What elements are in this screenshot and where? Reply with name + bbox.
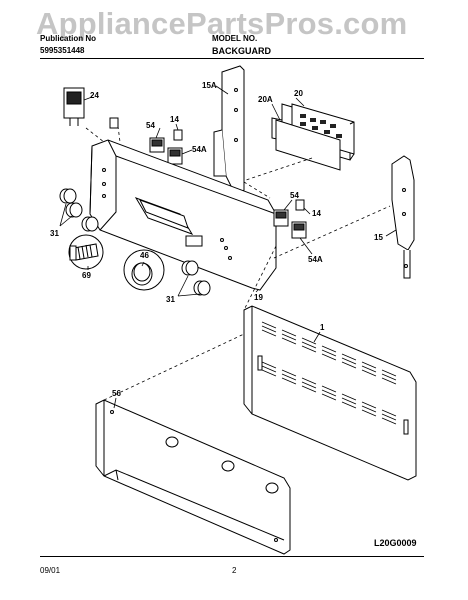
watermark-text: AppliancePartsPros.com	[36, 6, 408, 41]
knob-part	[181, 260, 211, 296]
terminal-block-part	[149, 129, 183, 165]
callout-54A-upper: 54A	[192, 145, 207, 154]
callout-14-lower: 14	[312, 209, 321, 218]
callout-leader-lines	[59, 85, 397, 409]
callout-14-upper: 14	[170, 115, 179, 124]
header-rule	[40, 58, 424, 59]
callout-19: 19	[254, 293, 263, 302]
publication-number: 5995351448	[40, 46, 85, 55]
callout-15A: 15A	[202, 81, 217, 90]
knob-part	[59, 188, 99, 232]
footer-rule	[40, 556, 424, 557]
callout-69: 69	[82, 271, 91, 280]
callout-54-lower: 54	[290, 191, 299, 200]
section-title: BACKGUARD	[212, 46, 271, 56]
callout-56: 56	[112, 389, 121, 398]
callout-1: 1	[320, 323, 325, 332]
electronic-control-part	[271, 103, 355, 171]
callout-54-upper: 54	[146, 121, 155, 130]
rear-panel-part	[243, 305, 417, 481]
assembly-guide-lines	[85, 125, 391, 401]
publication-label: Publication No	[40, 34, 96, 43]
footer-date: 09/01	[40, 566, 61, 575]
model-number: MODEL NO.	[212, 34, 258, 43]
backguard-panel-part	[89, 139, 277, 291]
callout-54A-lower: 54A	[308, 255, 323, 264]
callout-31-right: 31	[166, 295, 175, 304]
callout-31-left: 31	[50, 229, 59, 238]
terminal-block-part	[273, 199, 307, 239]
callout-46: 46	[140, 251, 149, 260]
end-bracket-left-part	[213, 65, 245, 197]
callout-20A: 20A	[258, 95, 273, 104]
rocker-switch-part	[63, 87, 85, 126]
push-button-part	[123, 249, 165, 291]
diagram-id: L20G0009	[374, 538, 417, 548]
callout-24: 24	[90, 91, 99, 100]
callout-20: 20	[294, 89, 303, 98]
screw-part	[68, 234, 104, 270]
lower-back-panel-part	[95, 399, 291, 555]
page-number: 2	[232, 566, 237, 575]
end-bracket-right-part	[391, 155, 415, 279]
callout-15: 15	[374, 233, 383, 242]
